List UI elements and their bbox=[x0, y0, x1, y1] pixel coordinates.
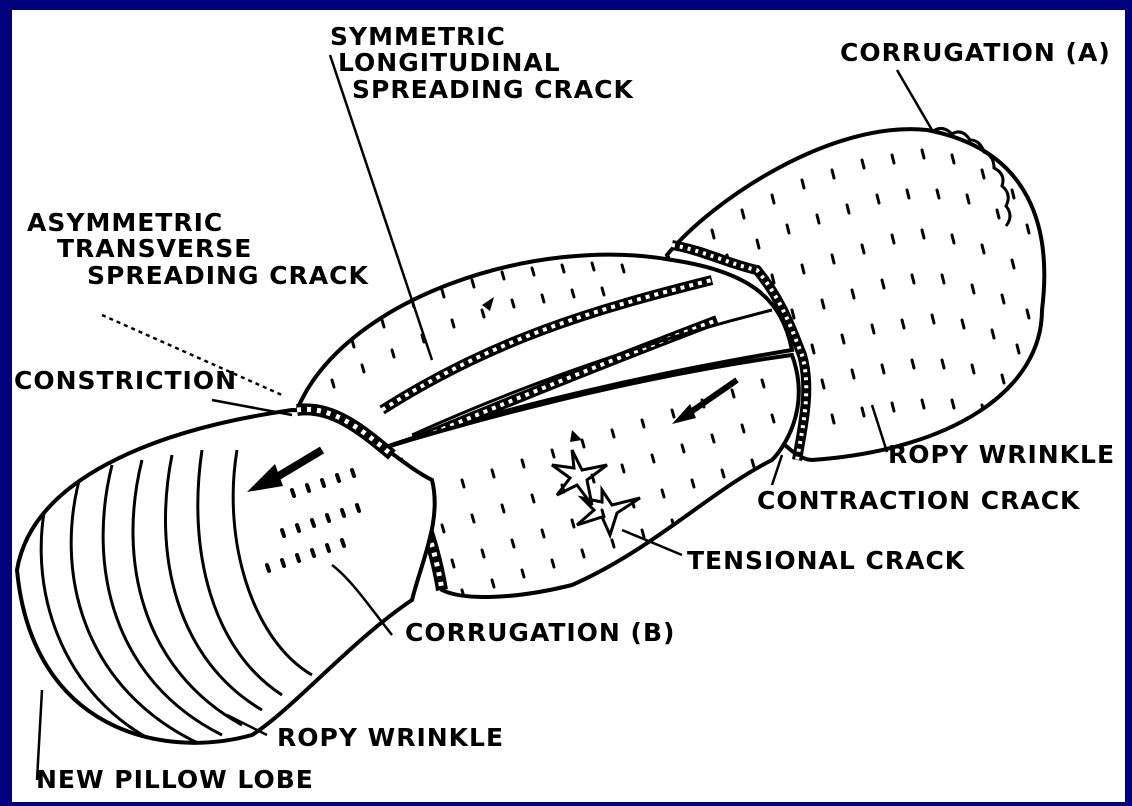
diagram-frame: SYMMETRIC LONGITUDINAL SPREADING CRACK C… bbox=[12, 10, 1125, 802]
corrugation-b-label: CORRUGATION (B) bbox=[405, 620, 675, 646]
ropy-wrinkle-right-label: ROPY WRINKLE bbox=[888, 442, 1115, 468]
constriction-label: CONSTRICTION bbox=[14, 368, 237, 394]
corrugation-a-label: CORRUGATION (A) bbox=[840, 40, 1111, 66]
new-pillow-lobe bbox=[17, 409, 435, 750]
new-pillow-lobe-label: NEW PILLOW LOBE bbox=[36, 767, 314, 793]
ropy-wrinkle-bottom-label: ROPY WRINKLE bbox=[277, 725, 504, 751]
contraction-crack-label: CONTRACTION CRACK bbox=[757, 488, 1080, 514]
symmetric-crack-label: SYMMETRIC LONGITUDINAL SPREADING CRACK bbox=[330, 24, 634, 103]
tensional-crack-label: TENSIONAL CRACK bbox=[687, 548, 965, 574]
asymmetric-crack-label: ASYMMETRIC TRANSVERSE SPREADING CRACK bbox=[27, 210, 369, 289]
pillow-lava-diagram bbox=[12, 10, 1125, 802]
